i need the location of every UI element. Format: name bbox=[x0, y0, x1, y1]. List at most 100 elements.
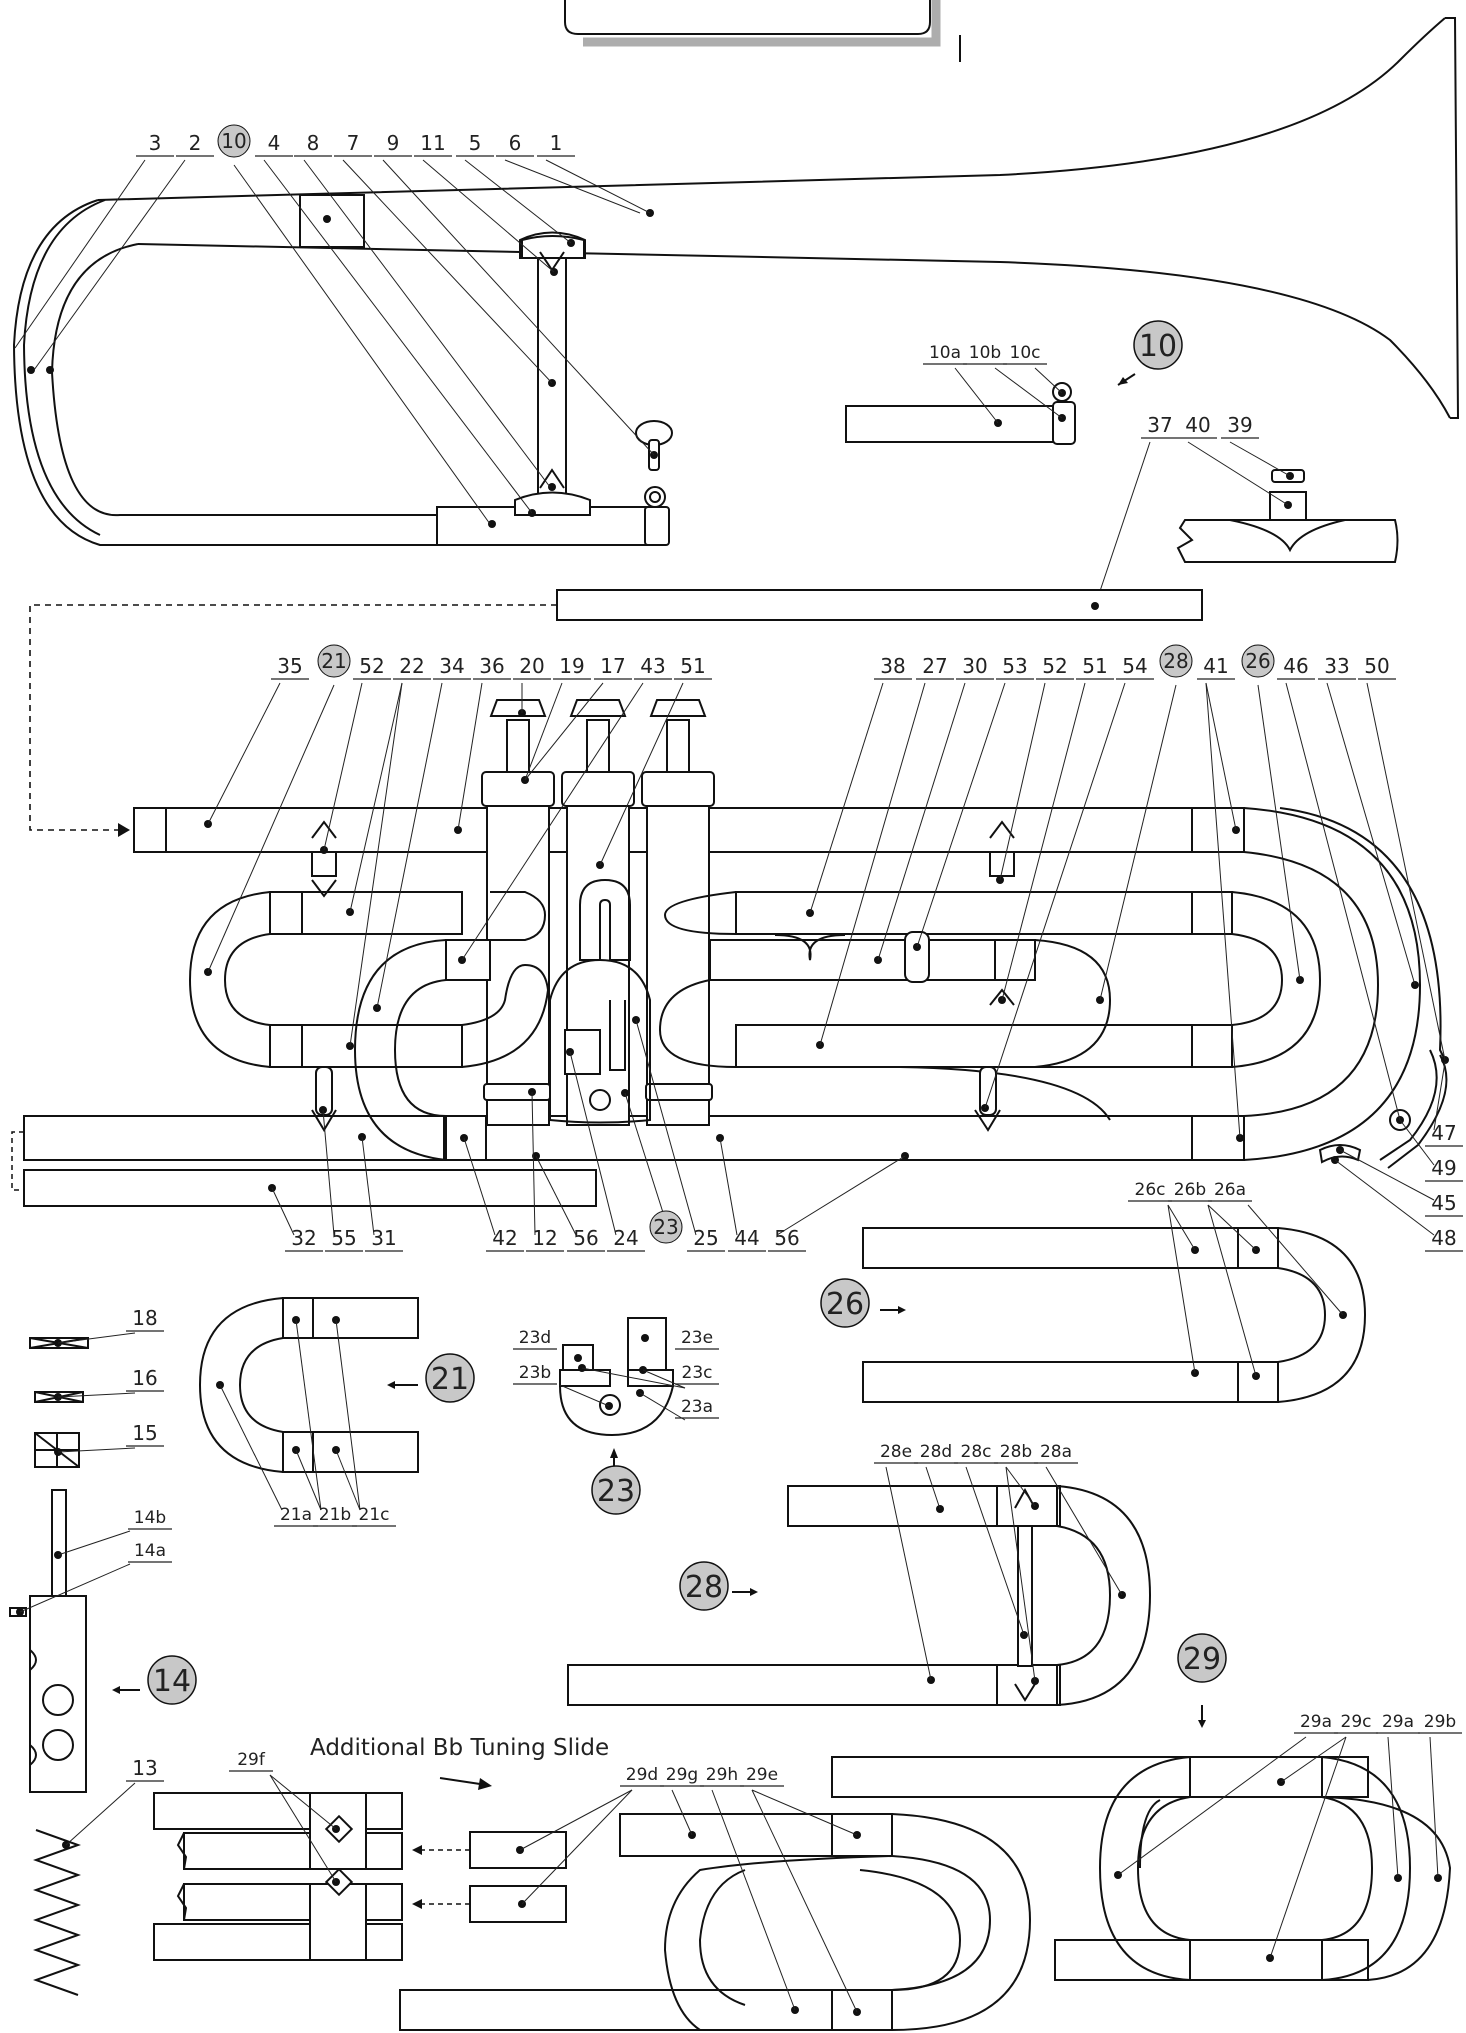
part-label-text: 54 bbox=[1122, 654, 1147, 678]
part-label-text: 35 bbox=[277, 654, 302, 678]
part-label-text: 10a bbox=[929, 343, 961, 363]
callout-c28-top: 28 bbox=[1159, 644, 1193, 678]
part-label-top-4: 4 bbox=[255, 131, 293, 157]
part-label-text: 28b bbox=[1000, 1442, 1032, 1462]
part-label-text: 28a bbox=[1040, 1442, 1072, 1462]
part-label-b42: 42 bbox=[486, 1226, 524, 1252]
part-label-d21b: 21b bbox=[313, 1505, 357, 1527]
part-label-b32: 32 bbox=[285, 1226, 323, 1252]
part-label-d26a: 26a bbox=[1208, 1180, 1252, 1202]
part-label-text: 22 bbox=[399, 654, 424, 678]
part-label-b31: 31 bbox=[365, 1226, 403, 1252]
part-label-text: 20 bbox=[519, 654, 544, 678]
part-label-text: 7 bbox=[347, 131, 360, 155]
part-label-d29a2: 29a bbox=[1376, 1712, 1420, 1734]
part-label-text: 23d bbox=[519, 1328, 551, 1348]
part-label-top-3: 3 bbox=[136, 131, 174, 157]
part-label-m52a: 52 bbox=[353, 654, 391, 680]
part-label-m33: 33 bbox=[1318, 654, 1356, 680]
group-marker-g29: 29 bbox=[1177, 1633, 1227, 1683]
part-label-text: 52 bbox=[359, 654, 384, 678]
part-label-text: 44 bbox=[734, 1226, 759, 1250]
part-label-d10-10c: 10c bbox=[1003, 343, 1047, 365]
part-label-m20: 20 bbox=[513, 654, 551, 680]
part-label-text: 29e bbox=[746, 1765, 778, 1785]
part-label-m35: 35 bbox=[271, 654, 309, 680]
part-label-text: 29f bbox=[237, 1750, 266, 1770]
part-label-top-6: 6 bbox=[496, 131, 534, 157]
part-label-text: 23b bbox=[519, 1363, 551, 1383]
part-label-text: 23e bbox=[681, 1328, 713, 1348]
group-marker-text: 29 bbox=[1183, 1642, 1221, 1677]
part-37-slide-bar bbox=[556, 589, 1203, 621]
part-label-b25: 25 bbox=[687, 1226, 725, 1252]
part-label-text: 26a bbox=[1214, 1180, 1246, 1200]
title-banner bbox=[564, 0, 961, 62]
callout-text: 10 bbox=[221, 129, 246, 153]
part-label-text: 28d bbox=[920, 1442, 952, 1462]
callout-c10-top: 10 bbox=[217, 124, 251, 158]
callout-text: 21 bbox=[321, 649, 346, 673]
part-label-p14a: 14a bbox=[128, 1541, 172, 1563]
group-marker-g14: 14 bbox=[147, 1655, 197, 1705]
part-label-m52b: 52 bbox=[1036, 654, 1074, 680]
part-label-m22: 22 bbox=[393, 654, 431, 680]
callout-text: 28 bbox=[1163, 649, 1188, 673]
part-label-m34: 34 bbox=[433, 654, 471, 680]
group-marker-text: 26 bbox=[826, 1287, 864, 1322]
callout-text: 26 bbox=[1245, 649, 1270, 673]
part-label-text: 26b bbox=[1174, 1180, 1206, 1200]
part-label-text: 41 bbox=[1203, 654, 1228, 678]
part-label-b44: 44 bbox=[728, 1226, 766, 1252]
part-label-d28c: 28c bbox=[954, 1442, 998, 1464]
detail-23-valve-crook bbox=[559, 1317, 686, 1475]
part-label-d26b: 26b bbox=[1168, 1180, 1212, 1202]
part-label-p16: 16 bbox=[126, 1366, 164, 1392]
part-label-text: 51 bbox=[1082, 654, 1107, 678]
part-label-text: 6 bbox=[509, 131, 522, 155]
part-label-r45: 45 bbox=[1425, 1191, 1463, 1217]
part-label-b56a: 56 bbox=[567, 1226, 605, 1252]
part-label-m17: 17 bbox=[594, 654, 632, 680]
part-label-text: 40 bbox=[1185, 413, 1210, 437]
part-label-d10-10a: 10a bbox=[923, 343, 967, 365]
part-label-b24: 24 bbox=[607, 1226, 645, 1252]
part-label-text: 46 bbox=[1283, 654, 1308, 678]
group-marker-text: 14 bbox=[153, 1664, 191, 1699]
part-label-d29c: 29c bbox=[1334, 1712, 1378, 1734]
part-label-text: 38 bbox=[880, 654, 905, 678]
part-label-text: 48 bbox=[1431, 1226, 1456, 1250]
part-label-text: 29g bbox=[666, 1765, 698, 1785]
part-label-text: 52 bbox=[1042, 654, 1067, 678]
part-label-m43: 43 bbox=[634, 654, 672, 680]
callout-c23-bot: 23 bbox=[649, 1210, 683, 1244]
callout-text: 23 bbox=[653, 1215, 678, 1239]
group-marker-text: 21 bbox=[431, 1362, 469, 1397]
part-label-text: 30 bbox=[962, 654, 987, 678]
part-label-text: 33 bbox=[1324, 654, 1349, 678]
part-label-r40: 40 bbox=[1179, 413, 1217, 439]
detail-21-crook bbox=[198, 1297, 419, 1511]
part-label-d29e: 29e bbox=[740, 1765, 784, 1787]
part-label-text: 4 bbox=[268, 131, 281, 155]
part-label-text: 37 bbox=[1147, 413, 1172, 437]
part-label-m27: 27 bbox=[916, 654, 954, 680]
part-label-text: 55 bbox=[331, 1226, 356, 1250]
part-label-d23a: 23a bbox=[675, 1397, 719, 1419]
part-label-d29f: 29f bbox=[229, 1750, 273, 1772]
detail-28-valve-slide bbox=[567, 1466, 1152, 1706]
part-label-text: 34 bbox=[439, 654, 464, 678]
part-label-text: 12 bbox=[532, 1226, 557, 1250]
part-label-text: 56 bbox=[774, 1226, 799, 1250]
part-label-p13: 13 bbox=[126, 1756, 164, 1782]
part-label-text: 45 bbox=[1431, 1191, 1456, 1215]
part-label-r37: 37 bbox=[1141, 413, 1179, 439]
part-label-text: 23c bbox=[682, 1363, 713, 1383]
bb-slide-note: Additional Bb Tuning Slide bbox=[310, 1735, 609, 1761]
part-label-text: 21b bbox=[319, 1505, 351, 1525]
part-label-text: 9 bbox=[387, 131, 400, 155]
part-label-b55: 55 bbox=[325, 1226, 363, 1252]
part-label-p15: 15 bbox=[126, 1421, 164, 1447]
part-label-text: 8 bbox=[307, 131, 320, 155]
